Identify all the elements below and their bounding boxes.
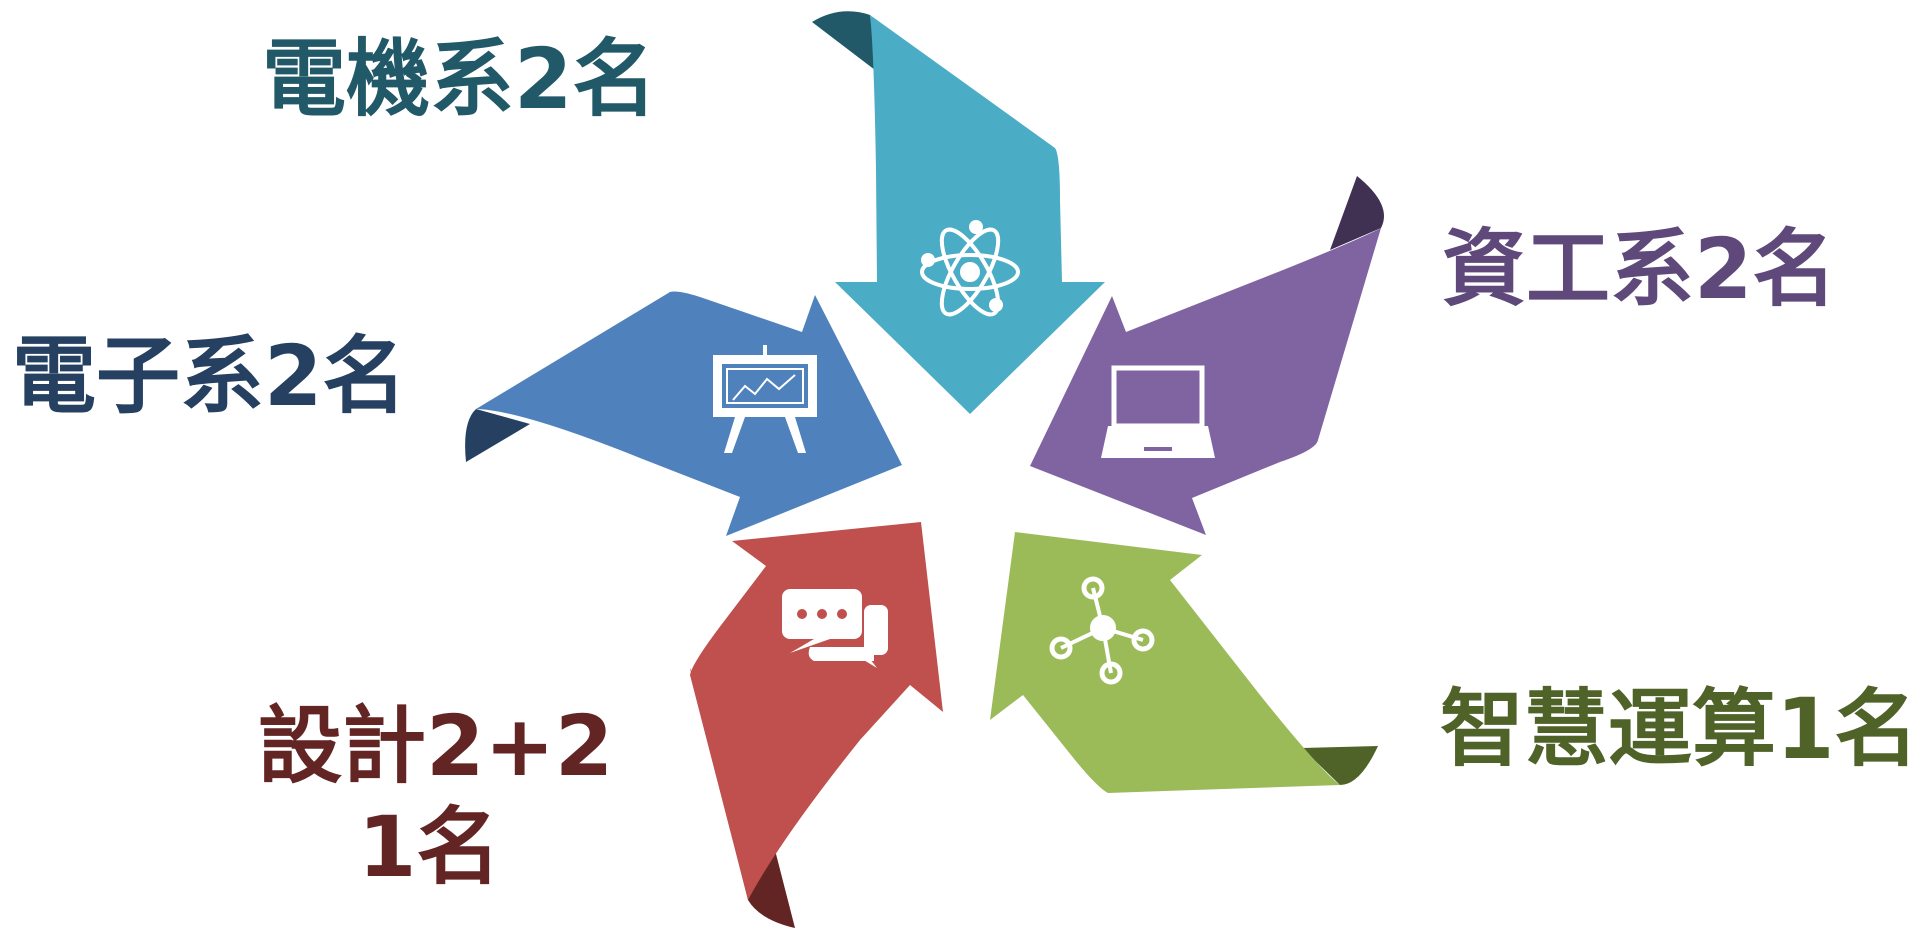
arrow-computing-fold [1302, 746, 1378, 785]
arrow-design-body [690, 522, 943, 900]
label-electrical: 電機系2名 [262, 30, 656, 128]
arrow-computing-body [990, 532, 1340, 793]
label-design-line1: 設計2+2 [258, 697, 613, 795]
label-electronics: 電子系2名 [12, 327, 406, 425]
arrow-cs-body [1030, 228, 1381, 535]
arrow-electrical [812, 11, 1105, 414]
presentation-board-icon [713, 345, 817, 453]
arrow-cs-fold [1330, 176, 1384, 250]
chat-bubbles-icon [782, 589, 888, 668]
label-computing: 智慧運算1名 [1440, 680, 1913, 778]
arrow-computing [990, 532, 1378, 793]
label-cs: 資工系2名 [1442, 220, 1836, 318]
arrow-design [690, 522, 943, 928]
laptop-icon [1101, 365, 1215, 458]
arrow-electronics [465, 291, 902, 536]
atom-icon [920, 220, 1020, 317]
arrow-cs [1030, 176, 1384, 535]
label-design-line2: 1名 [358, 798, 500, 896]
arrow-electrical-body [835, 15, 1105, 414]
arrow-electrical-fold [812, 11, 878, 76]
arrow-electronics-body [476, 291, 902, 536]
network-nodes-icon [1049, 576, 1155, 685]
arrow-electronics-fold [465, 409, 530, 462]
